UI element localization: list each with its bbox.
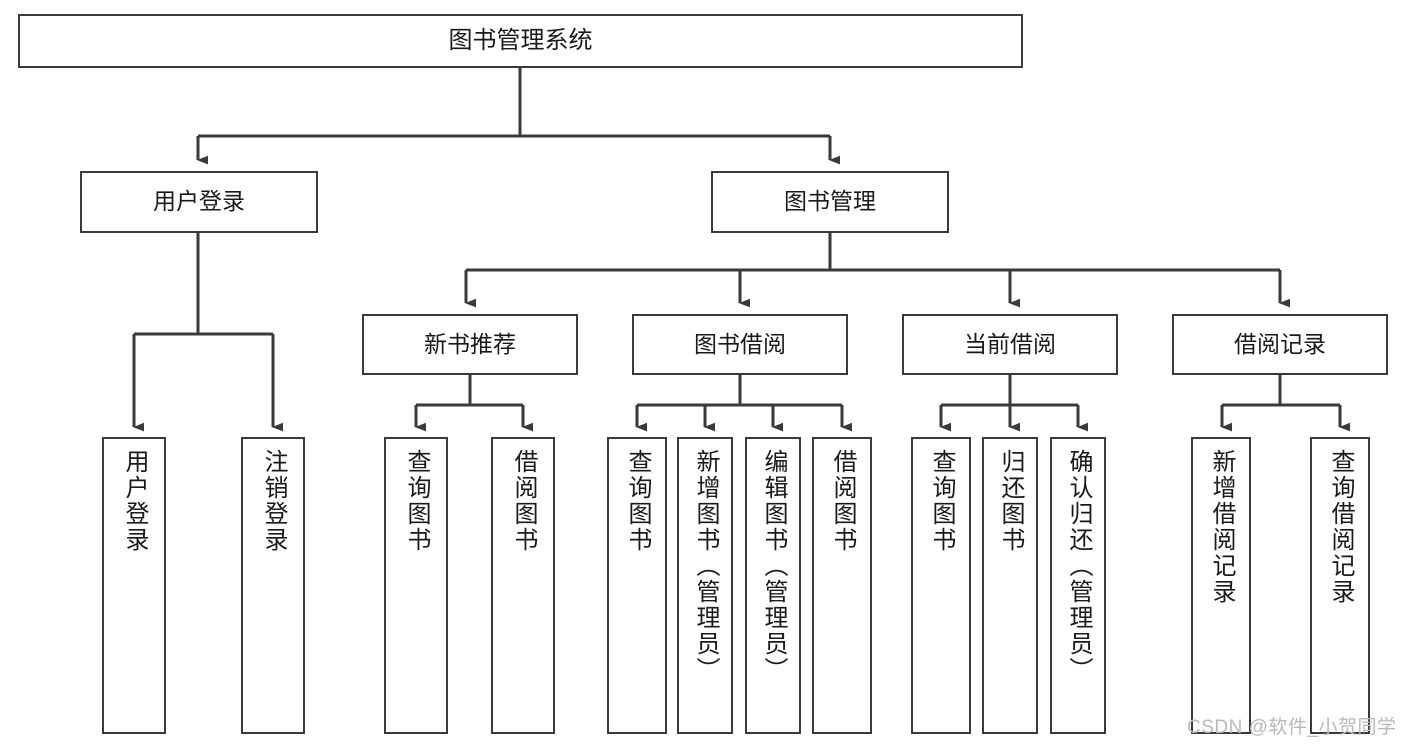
node-label: 当前借阅 bbox=[964, 330, 1056, 357]
node-label: 新增借阅记录 bbox=[1208, 449, 1235, 605]
node-user-login[interactable]: 用户登录 bbox=[80, 171, 318, 233]
leaf-edit-book-admin[interactable]: 编辑图书（管理员） bbox=[745, 437, 801, 734]
node-label: 确认归还（管理员） bbox=[1065, 449, 1092, 683]
leaf-borrow-book[interactable]: 借阅图书 bbox=[812, 437, 872, 734]
node-book-management[interactable]: 图书管理 bbox=[711, 171, 949, 233]
node-label: 借阅图书 bbox=[829, 449, 856, 553]
leaf-add-borrow-record[interactable]: 新增借阅记录 bbox=[1191, 437, 1251, 734]
node-new-book-recommendation[interactable]: 新书推荐 bbox=[362, 314, 578, 375]
leaf-confirm-return-admin[interactable]: 确认归还（管理员） bbox=[1050, 437, 1106, 734]
node-label: 用户登录 bbox=[121, 449, 148, 553]
csdn-watermark: CSDN @软件_小贺同学 bbox=[1187, 717, 1397, 738]
node-book-borrowing[interactable]: 图书借阅 bbox=[632, 314, 848, 375]
leaf-query-book-recommend[interactable]: 查询图书 bbox=[384, 437, 448, 734]
leaf-borrow-book-recommend[interactable]: 借阅图书 bbox=[491, 437, 555, 734]
node-label: 注销登录 bbox=[260, 449, 287, 553]
node-label: 新增图书（管理员） bbox=[692, 449, 719, 683]
node-label: 图书借阅 bbox=[694, 330, 786, 357]
node-label: 查询图书 bbox=[928, 449, 955, 553]
leaf-user-login[interactable]: 用户登录 bbox=[102, 437, 166, 734]
node-label: 用户登录 bbox=[153, 188, 245, 215]
leaf-query-book-borrow[interactable]: 查询图书 bbox=[607, 437, 667, 734]
node-label: 查询借阅记录 bbox=[1327, 449, 1354, 605]
leaf-return-book[interactable]: 归还图书 bbox=[982, 437, 1038, 734]
leaf-query-book-current[interactable]: 查询图书 bbox=[911, 437, 971, 734]
node-borrowing-record[interactable]: 借阅记录 bbox=[1172, 314, 1388, 375]
node-label: 新书推荐 bbox=[424, 330, 516, 357]
node-label: 查询图书 bbox=[403, 449, 430, 553]
node-label: 借阅图书 bbox=[510, 449, 537, 553]
node-current-borrowing[interactable]: 当前借阅 bbox=[902, 314, 1118, 375]
leaf-logout[interactable]: 注销登录 bbox=[241, 437, 305, 734]
leaf-add-book-admin[interactable]: 新增图书（管理员） bbox=[677, 437, 733, 734]
node-book-management-system[interactable]: 图书管理系统 bbox=[18, 14, 1023, 68]
node-label: 查询图书 bbox=[624, 449, 651, 553]
node-label: 归还图书 bbox=[997, 449, 1024, 553]
node-label: 图书管理 bbox=[784, 188, 876, 215]
node-label: 编辑图书（管理员） bbox=[760, 449, 787, 683]
leaf-query-borrow-record[interactable]: 查询借阅记录 bbox=[1310, 437, 1370, 734]
node-label: 借阅记录 bbox=[1234, 330, 1326, 357]
node-label: 图书管理系统 bbox=[448, 26, 593, 54]
